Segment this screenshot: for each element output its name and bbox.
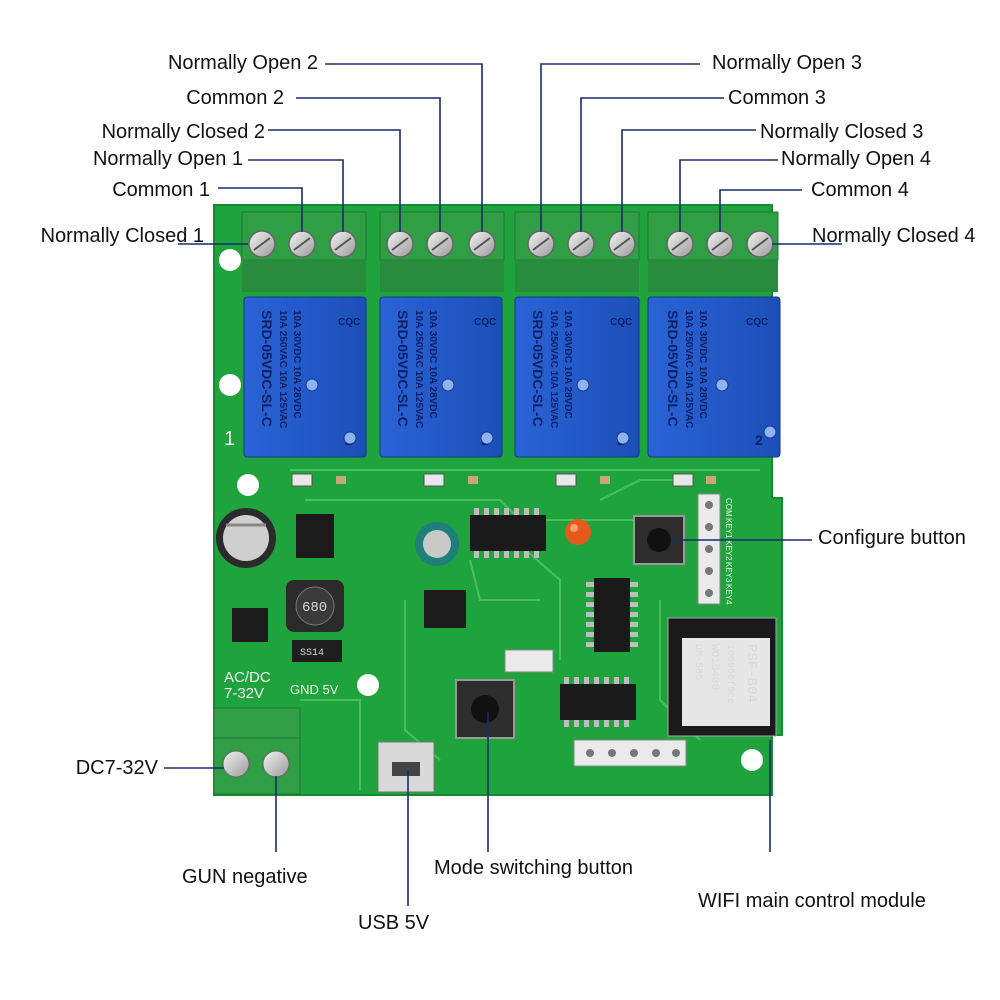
relay-4	[647, 296, 781, 458]
relay-model: SRD-05VDC-SL-C	[259, 310, 275, 427]
mode-button	[455, 679, 515, 739]
transistor	[424, 590, 466, 628]
wifi-module: DM-585 WO1B400 100056f5ce PSF-B04	[667, 617, 777, 737]
relay-cqc: CQC	[474, 317, 496, 328]
relay-rating: 10A 250VAC 10A 125VAC	[277, 310, 288, 428]
relay-rating: 10A 250VAC 10A 125VAC	[413, 310, 424, 428]
key-header	[697, 493, 721, 605]
mount-hole	[357, 674, 379, 696]
mount-hole	[237, 474, 259, 496]
relay-model: SRD-05VDC-SL-C	[530, 310, 546, 427]
ic-chip	[560, 677, 636, 727]
relay-cqc: CQC	[610, 317, 632, 328]
svg-text:DM-585: DM-585	[692, 644, 703, 680]
svg-text:KEY2: KEY2	[724, 540, 733, 561]
svg-text:KEY4: KEY4	[724, 584, 733, 605]
label-common-2: Common 2	[186, 87, 284, 109]
mount-hole	[219, 249, 241, 271]
relay-rating: 10A 250VAC 10A 125VAC	[683, 310, 694, 428]
leader-lines	[164, 63, 842, 906]
label-mode-switching-button: Mode switching button	[434, 857, 634, 879]
svg-text:100056f5ce: 100056f5ce	[724, 644, 736, 704]
small-capacitor	[415, 522, 459, 566]
pcb-traces	[290, 469, 760, 790]
label-normally-open-3: Normally Open 3	[712, 52, 863, 74]
screw-dc	[222, 750, 250, 778]
svg-text:COM: COM	[724, 498, 733, 517]
relay-rating2: 10A 30VDC 10A 28VDC	[427, 310, 438, 419]
label-common-1: Common 1	[112, 179, 210, 201]
relay-3	[514, 296, 640, 458]
label-gun-negative: GUN negative	[182, 866, 308, 888]
relay-cqc: CQC	[338, 317, 360, 328]
silk-acdc: AC/DC	[224, 669, 271, 686]
label-normally-open-1: Normally Open 1	[92, 148, 243, 170]
label-common-3: Common 3	[728, 87, 826, 109]
relay-leds	[291, 473, 716, 487]
label-usb-5v: USB 5V	[358, 912, 430, 934]
svg-text:KEY1: KEY1	[724, 518, 733, 539]
relay-model: SRD-05VDC-SL-C	[395, 310, 411, 427]
svg-text:SS14: SS14	[300, 648, 324, 659]
relay-rating2: 10A 30VDC 10A 28VDC	[697, 310, 708, 419]
diode: SS14	[292, 640, 342, 662]
relay-rating2: 10A 30VDC 10A 28VDC	[291, 310, 302, 419]
svg-text:WO1B400: WO1B400	[708, 644, 720, 690]
ic-chip	[470, 508, 546, 558]
relay-model: SRD-05VDC-SL-C	[665, 310, 681, 427]
label-dc7-32v: DC7-32V	[75, 757, 158, 779]
transistor	[232, 608, 268, 642]
pin-header	[504, 649, 687, 767]
label-normally-closed-1: Normally Closed 1	[40, 225, 204, 247]
ic-chip	[586, 578, 638, 652]
mount-hole	[741, 749, 763, 771]
inductor: 680	[286, 580, 344, 632]
relay-cqc: CQC	[746, 317, 768, 328]
label-configure-button: Configure button	[818, 527, 966, 549]
label-wifi-main-control-module: WIFI main control module	[698, 890, 926, 912]
label-common-4: Common 4	[811, 179, 909, 201]
svg-text:680: 680	[302, 600, 327, 616]
power-terminal	[213, 707, 301, 795]
screw-gnd	[262, 750, 290, 778]
status-led	[565, 519, 591, 545]
key-silkscreen: COM KEY1 KEY2 KEY3 KEY4	[724, 498, 733, 605]
mount-hole	[219, 374, 241, 396]
silk-gnd: GND 5V	[290, 682, 339, 697]
relay-pins	[305, 378, 777, 445]
board-number: 1	[224, 428, 235, 450]
electrolytic-capacitor	[216, 508, 276, 568]
relay-num: 2	[755, 432, 763, 448]
relay-rating: 10A 250VAC 10A 125VAC	[548, 310, 559, 428]
relay-1	[243, 296, 367, 458]
label-normally-closed-2: Normally Closed 2	[101, 121, 265, 143]
relay-rating2: 10A 30VDC 10A 28VDC	[562, 310, 573, 419]
label-normally-closed-4: Normally Closed 4	[812, 225, 976, 247]
label-normally-closed-3: Normally Closed 3	[760, 121, 924, 143]
label-normally-open-2: Normally Open 2	[167, 52, 318, 74]
svg-text:PSF-B04: PSF-B04	[743, 644, 759, 703]
svg-text:KEY3: KEY3	[724, 562, 733, 583]
relay-2	[379, 296, 503, 458]
usb-port	[377, 741, 435, 793]
regulator-chip	[296, 514, 334, 558]
label-normally-open-4: Normally Open 4	[781, 148, 932, 170]
silk-range: 7-32V	[224, 685, 264, 702]
